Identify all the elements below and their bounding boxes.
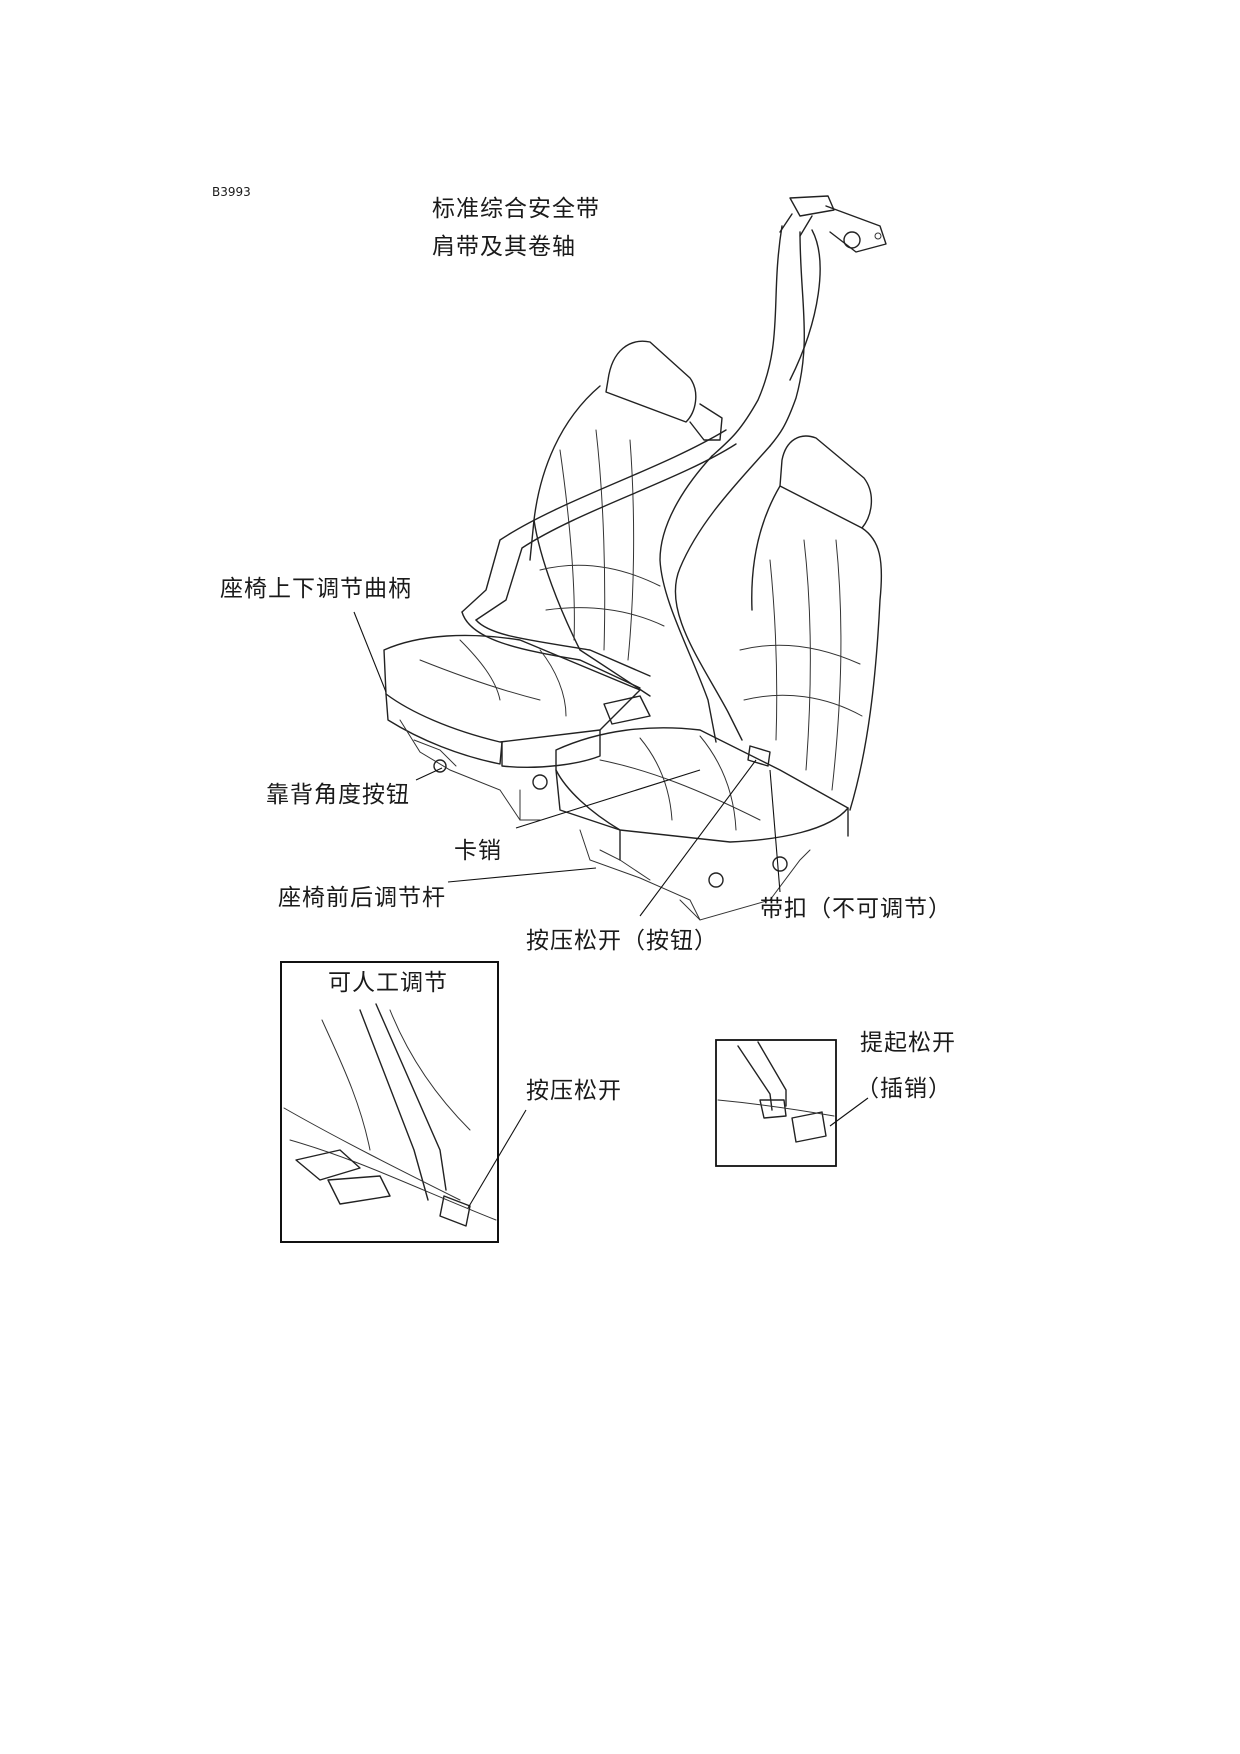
label-seat-fore-aft-lever: 座椅前后调节杆 (278, 885, 446, 911)
inset-adjustable-callout: 按压松开 (526, 1078, 622, 1104)
inset-latch-callout-line-1: 提起松开 (860, 1030, 956, 1056)
figure-code: B3993 (212, 185, 251, 199)
inset-latch-callout-line-2: （插销） (856, 1076, 952, 1102)
right-seat-cushion-drawing (555, 695, 849, 921)
label-backrest-angle-button: 靠背角度按钮 (266, 782, 410, 808)
inset-adjustable-drawing (280, 961, 527, 1243)
title-line-2: 肩带及其卷轴 (432, 234, 576, 260)
retractor-drawing (779, 195, 887, 253)
title-line-1: 标准综合安全带 (432, 196, 600, 222)
label-latch-pin: 卡销 (454, 838, 502, 864)
right-seat-back-drawing (739, 435, 883, 811)
label-seat-height-crank: 座椅上下调节曲柄 (220, 576, 412, 602)
left-seat-back-drawing (461, 340, 737, 697)
inset-adjustable-title: 可人工调节 (328, 970, 448, 996)
label-press-release-button: 按压松开（按钮） (526, 928, 718, 954)
inset-latch-drawing (715, 1039, 869, 1167)
left-seat-cushion-drawing (383, 634, 641, 821)
seat-illustration (280, 195, 887, 1243)
main-leader-lines (353, 611, 781, 917)
label-buckle-fixed: 带扣（不可调节） (760, 896, 952, 922)
shoulder-belt-drawing (659, 225, 821, 743)
